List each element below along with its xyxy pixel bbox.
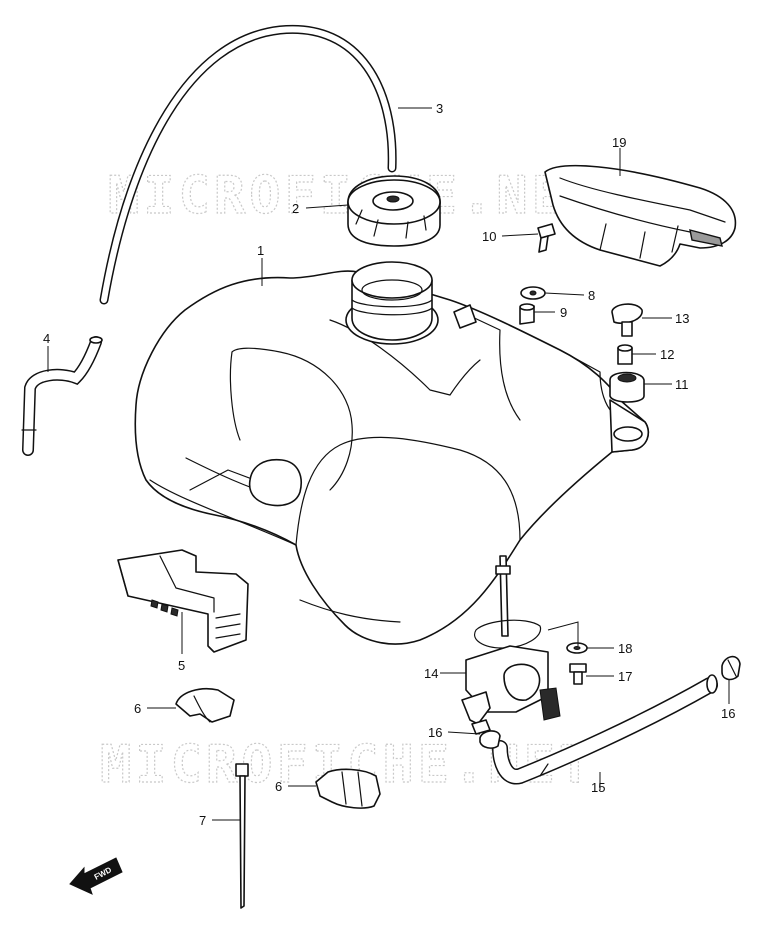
callout-13: 13 (675, 311, 689, 326)
collar-part-12[interactable] (617, 344, 633, 365)
washer-part-8[interactable] (520, 286, 546, 300)
tank-guard-part-19[interactable] (544, 164, 737, 267)
callout-6-upper: 6 (134, 701, 141, 716)
callout-10: 10 (482, 229, 496, 244)
callout-15: 15 (591, 780, 605, 795)
callout-17: 17 (618, 669, 632, 684)
cable-tie-part-7[interactable] (235, 763, 249, 909)
leader-lines (47, 107, 730, 821)
callout-2: 2 (292, 201, 299, 216)
callout-8: 8 (588, 288, 595, 303)
fuel-cock-part-14[interactable] (461, 555, 561, 735)
bolt-part-13[interactable] (611, 303, 643, 337)
callout-11: 11 (675, 377, 689, 392)
callout-16-left: 16 (428, 725, 442, 740)
callout-12: 12 (660, 347, 674, 362)
vent-hose-part-4[interactable] (21, 336, 103, 456)
washer-part-18[interactable] (566, 642, 588, 654)
fuel-cap-part-2[interactable] (347, 175, 441, 247)
clamp-part-6-lower[interactable] (315, 768, 381, 809)
callout-16-right: 16 (721, 706, 735, 721)
bolt-part-10[interactable] (537, 223, 556, 253)
callout-18: 18 (618, 641, 632, 656)
fuel-tank-part-1[interactable] (134, 261, 649, 645)
bracket-part-5[interactable] (117, 549, 249, 653)
callout-3: 3 (436, 101, 443, 116)
callout-19: 19 (612, 135, 626, 150)
callout-4: 4 (43, 331, 50, 346)
callout-14: 14 (424, 666, 438, 681)
fwd-arrow-icon: FWD (69, 857, 123, 895)
hose-clamp-part-16-right[interactable] (721, 655, 741, 681)
callout-7: 7 (199, 813, 206, 828)
collar-part-9[interactable] (519, 303, 535, 325)
callout-1: 1 (257, 243, 264, 258)
grommet-part-11[interactable] (609, 371, 645, 403)
callout-9: 9 (560, 305, 567, 320)
fuel-hose-part-15[interactable] (492, 674, 718, 785)
callout-5: 5 (178, 658, 185, 673)
breather-hose-part-3[interactable] (99, 24, 397, 305)
clamp-part-6-upper[interactable] (175, 688, 235, 723)
hose-clamp-part-16-left[interactable] (479, 730, 501, 749)
callout-6-lower: 6 (275, 779, 282, 794)
screw-part-17[interactable] (569, 663, 587, 685)
